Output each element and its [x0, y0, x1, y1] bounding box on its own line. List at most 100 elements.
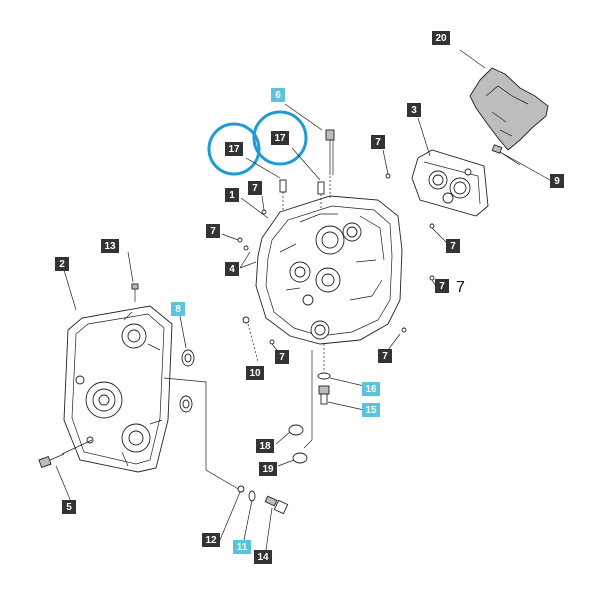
part-3-cover-plate [411, 117, 489, 217]
callout-c12: 12 [202, 533, 220, 547]
callout-box [101, 239, 119, 253]
callout-box [362, 382, 380, 396]
callout-box [171, 302, 185, 316]
callout-label: 17 [228, 144, 240, 155]
callout-c7e: 7 [435, 279, 449, 293]
callout-box [233, 540, 251, 554]
callout-label: 4 [229, 264, 235, 275]
callout-c17a: 17 [225, 142, 243, 156]
callout-c2: 2 [55, 257, 69, 271]
callout-box [225, 188, 239, 202]
callout-label: 11 [237, 542, 248, 553]
callout-box [435, 279, 449, 293]
callout-box [254, 550, 272, 564]
callout-label: 7 [210, 226, 216, 237]
callout-c4: 4 [225, 262, 239, 276]
callout-c18: 18 [256, 439, 274, 453]
part-17-dowel-pins [245, 147, 325, 212]
callout-label: 2 [59, 259, 65, 270]
stray-label-7: 7 [456, 279, 465, 296]
callout-c20: 20 [432, 31, 450, 45]
callout-label: 20 [435, 33, 447, 44]
part-2-side-cover [63, 269, 173, 473]
callout-c10: 10 [246, 366, 264, 380]
highlight-ring-17-left [207, 122, 261, 176]
callout-c15: 15 [362, 403, 380, 417]
callout-label: 18 [259, 441, 271, 452]
callout-c1: 1 [225, 188, 239, 202]
callout-label: 17 [274, 133, 286, 144]
callout-box [225, 262, 239, 276]
callout-box [55, 257, 69, 271]
callout-c3: 3 [407, 103, 421, 117]
callout-box [407, 103, 421, 117]
part-7-bolts [221, 149, 449, 355]
callout-label: 6 [275, 90, 281, 101]
callout-label: 1 [229, 190, 235, 201]
part-12-11-14-plug-assembly [163, 377, 289, 551]
callout-label: 16 [365, 384, 377, 395]
callout-c7d: 7 [206, 224, 220, 238]
callout-box [259, 462, 277, 476]
callout-box [206, 224, 220, 238]
part-15-16-drain-plug [317, 344, 365, 411]
callout-box [62, 500, 76, 514]
callout-label: 3 [411, 105, 417, 116]
callout-c7b: 7 [446, 239, 460, 253]
callout-c7f: 7 [275, 350, 289, 364]
part-18-19-o-rings [275, 350, 313, 467]
callout-label: 12 [205, 535, 217, 546]
callout-c8: 8 [171, 302, 185, 316]
callout-c19: 19 [259, 462, 277, 476]
callout-box [202, 533, 220, 547]
callout-label: 5 [66, 502, 72, 513]
callout-box [371, 135, 385, 149]
callout-label: 7 [450, 241, 456, 252]
callout-label: 10 [249, 368, 261, 379]
callout-box [362, 403, 380, 417]
callout-label: 14 [257, 552, 269, 563]
callout-box [256, 439, 274, 453]
callout-c5: 5 [62, 500, 76, 514]
callout-c7g: 7 [378, 349, 392, 363]
callout-box [246, 366, 264, 380]
callout-c17b: 17 [271, 131, 289, 145]
callout-box [378, 349, 392, 363]
callout-c16: 16 [362, 382, 380, 396]
callout-box [271, 131, 289, 145]
callout-box [248, 181, 262, 195]
callout-c9: 9 [550, 174, 564, 188]
callout-box [550, 174, 564, 188]
callout-label: 7 [439, 281, 445, 292]
highlight-ring-17-right [252, 110, 308, 166]
part-1-main-housing [240, 195, 403, 345]
callout-label: 19 [262, 464, 274, 475]
callout-label: 7 [382, 351, 388, 362]
callout-box [275, 350, 289, 364]
callout-label: 7 [279, 352, 285, 363]
part-5-bolt [38, 439, 93, 505]
callout-c14: 14 [254, 550, 272, 564]
part-13-bolt [127, 251, 139, 302]
part-9-bolt [491, 144, 551, 181]
part-10-plug [242, 316, 259, 363]
callout-label: 8 [175, 304, 181, 315]
callout-label: 15 [365, 405, 377, 416]
callout-box [225, 142, 243, 156]
callout-label: 7 [375, 137, 381, 148]
callout-label: 9 [554, 176, 560, 187]
part-6-breather [284, 103, 335, 198]
callout-box [271, 88, 285, 102]
callout-c13: 13 [101, 239, 119, 253]
callout-label: 13 [104, 241, 116, 252]
callout-c6: 6 [271, 88, 285, 102]
part-8-seals [179, 315, 195, 413]
callout-c11: 11 [233, 540, 251, 554]
callout-c7a: 7 [371, 135, 385, 149]
callout-label: 7 [252, 183, 258, 194]
part-20-cover [459, 49, 549, 151]
callout-box [432, 31, 450, 45]
callout-box [446, 239, 460, 253]
callout-c7c: 7 [248, 181, 262, 195]
